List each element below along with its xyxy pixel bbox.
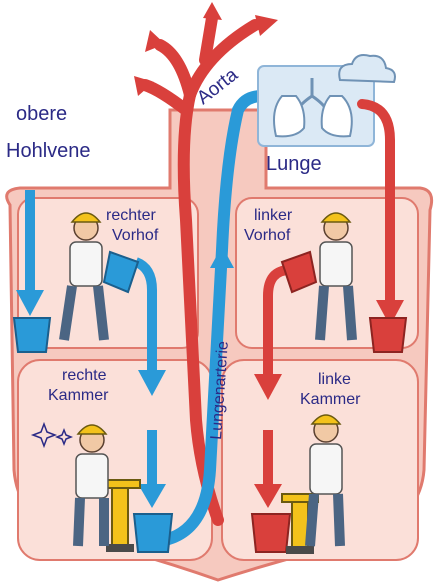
bucket-icon <box>134 514 172 552</box>
aorta-arrowhead-icon <box>255 15 278 36</box>
bucket-icon <box>14 318 50 352</box>
label-vorhof-left: Vorhof <box>244 227 291 244</box>
bucket-icon <box>370 318 406 352</box>
label-linke: linke <box>318 371 351 388</box>
label-linker: linker <box>254 207 293 224</box>
label-obere: obere <box>16 103 67 125</box>
label-vorhof-right: Vorhof <box>112 227 159 244</box>
cloud-icon <box>339 55 395 82</box>
label-hohlvene: Hohlvene <box>6 140 91 162</box>
aorta-arrowhead-icon <box>203 2 222 20</box>
label-rechte: rechte <box>62 367 107 384</box>
bucket-icon <box>252 514 290 552</box>
label-rechter: rechter <box>106 207 156 224</box>
label-kammer-right: Kammer <box>48 387 109 404</box>
label-lunge: Lunge <box>266 153 322 175</box>
label-kammer-left: Kammer <box>300 391 361 408</box>
